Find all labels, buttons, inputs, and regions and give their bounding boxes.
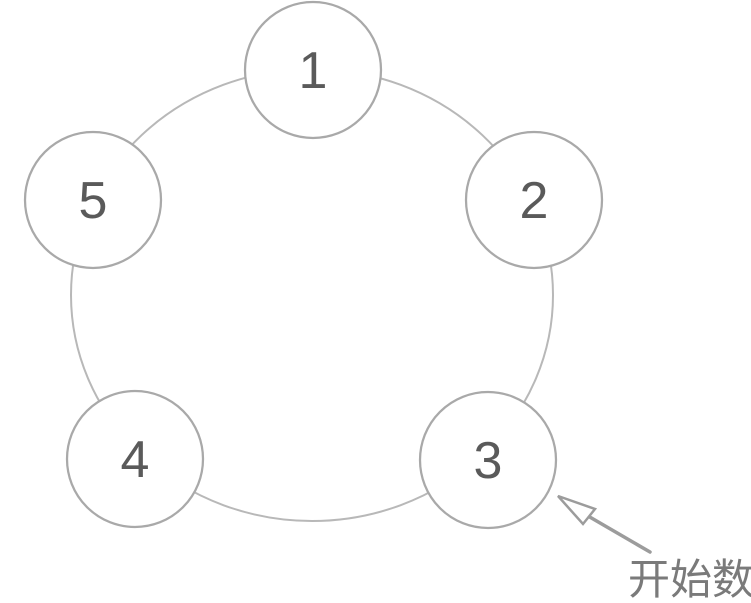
annotation-label: 开始数 <box>628 556 751 603</box>
node-2-label: 2 <box>520 172 549 230</box>
arrow-head-icon <box>557 494 598 526</box>
node-1-label: 1 <box>299 42 328 100</box>
node-3-label: 3 <box>474 432 503 490</box>
node-5-label: 5 <box>79 172 108 230</box>
annotation: 开始数 <box>557 494 751 603</box>
arrow-shaft <box>586 514 652 554</box>
node-2-circle <box>464 130 604 270</box>
node-5-circle <box>23 130 163 270</box>
node-1: 1 <box>243 0 383 140</box>
node-1-circle <box>243 0 383 140</box>
node-4-label: 4 <box>121 431 150 489</box>
node-3: 3 <box>418 390 558 530</box>
node-4: 4 <box>65 389 205 529</box>
node-3-circle <box>418 390 558 530</box>
node-4-circle <box>65 389 205 529</box>
node-2: 2 <box>464 130 604 270</box>
node-5: 5 <box>23 130 163 270</box>
